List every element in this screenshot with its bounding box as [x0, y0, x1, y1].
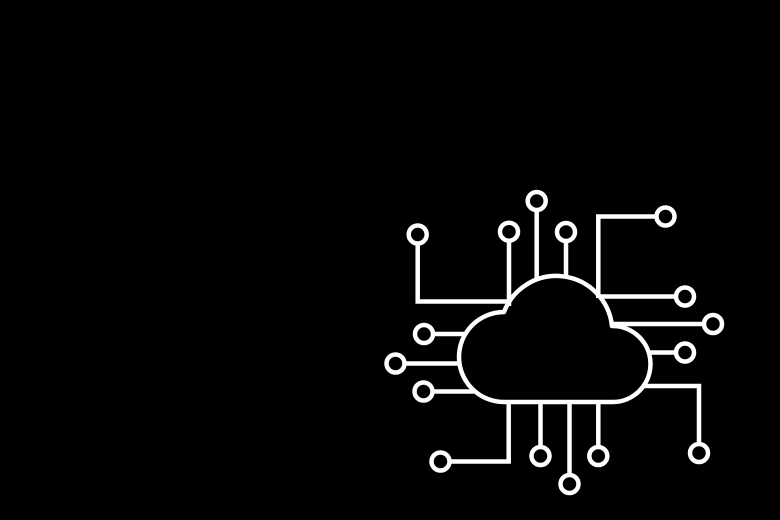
node-right-3: [673, 341, 697, 364]
node-top-center: [525, 189, 548, 213]
node-bottom-center: [558, 472, 581, 496]
node-top-4: [554, 220, 578, 244]
node-bottom-4: [587, 444, 610, 468]
node-top-right: [654, 205, 677, 228]
node-left-1: [412, 322, 436, 346]
node-bottom-left: [429, 450, 452, 473]
trace-bottom-right-elbow: [642, 383, 702, 442]
node-top-left: [406, 223, 429, 246]
trace-bottom-left-elbow: [451, 402, 511, 464]
node-left-3: [412, 380, 435, 403]
trace-top-left-elbow: [415, 245, 507, 304]
node-right-2: [701, 312, 725, 336]
node-left-2: [384, 352, 407, 375]
cloud-outline: [456, 273, 653, 405]
node-bottom-2: [529, 444, 552, 468]
node-bottom-right: [687, 441, 711, 465]
node-right-1: [673, 285, 697, 308]
trace-top-right-elbow: [596, 214, 655, 298]
node-top-2: [497, 220, 521, 243]
